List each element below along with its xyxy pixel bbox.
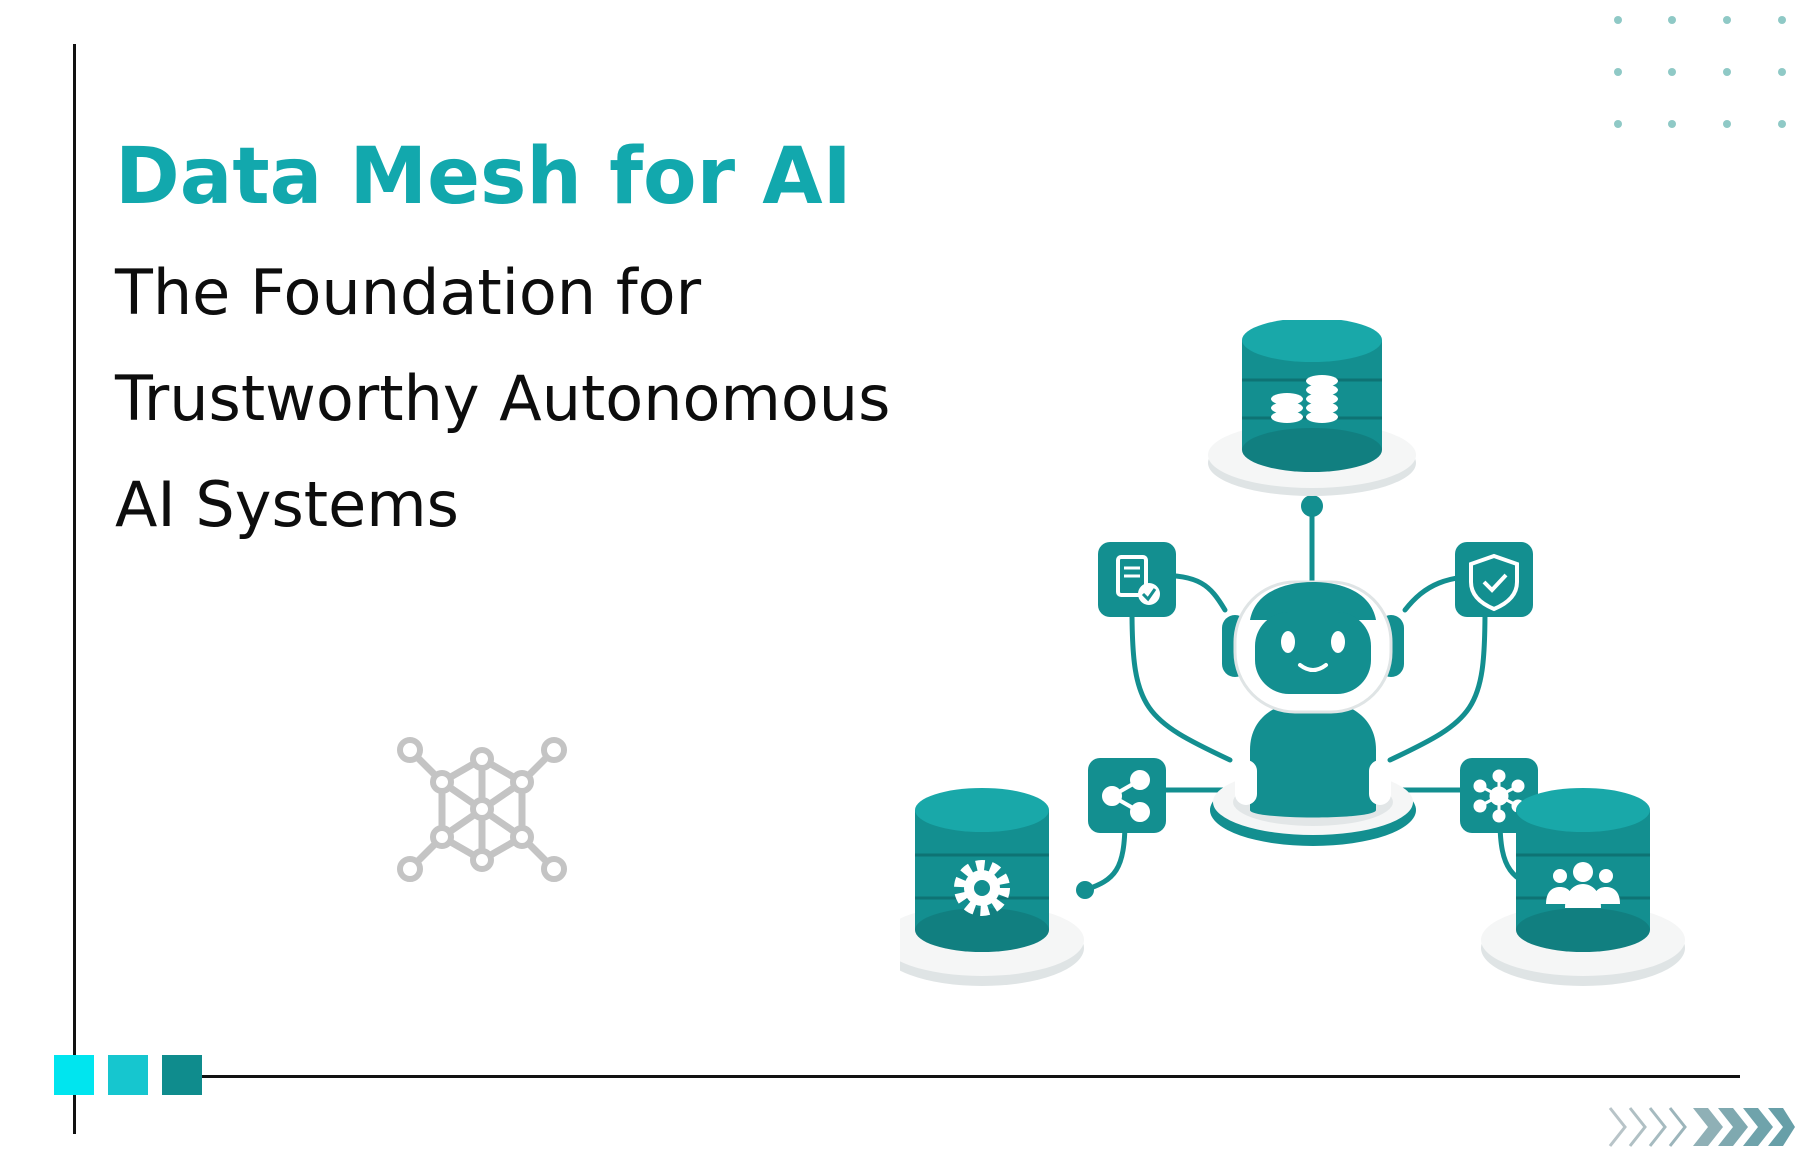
data-mesh-illustration (900, 320, 1685, 986)
share-tile (1088, 758, 1166, 833)
document-check-icon (1116, 555, 1160, 605)
chevron-arrows-decoration (1608, 1107, 1795, 1147)
robot-icon (1210, 580, 1416, 846)
hub-icon (1473, 769, 1525, 823)
bottom-left-database (900, 788, 1084, 986)
network-mesh-icon (397, 737, 567, 882)
coins-icon (1271, 375, 1338, 423)
slide-subtitle: The Foundation for Trustworthy Autonomou… (115, 240, 890, 558)
slide-title: Data Mesh for AI (115, 132, 852, 222)
gear-icon (954, 860, 1010, 916)
accent-square-2 (108, 1055, 148, 1095)
subtitle-line-2: Trustworthy Autonomous (115, 362, 891, 435)
shield-check-icon (1469, 553, 1519, 612)
bottom-right-database (1481, 788, 1685, 986)
users-icon (1546, 862, 1620, 908)
document-check-tile (1098, 542, 1176, 617)
top-database (1208, 320, 1416, 496)
subtitle-line-3: AI Systems (115, 468, 459, 541)
left-vertical-rule (73, 44, 76, 1134)
accent-square-3 (162, 1055, 202, 1095)
dot-grid-decoration (1614, 16, 1786, 128)
subtitle-line-1: The Foundation for (115, 256, 702, 329)
share-icon (1102, 770, 1150, 822)
shield-check-tile (1455, 542, 1533, 617)
accent-square-1 (54, 1055, 94, 1095)
bottom-horizontal-rule (200, 1075, 1740, 1078)
